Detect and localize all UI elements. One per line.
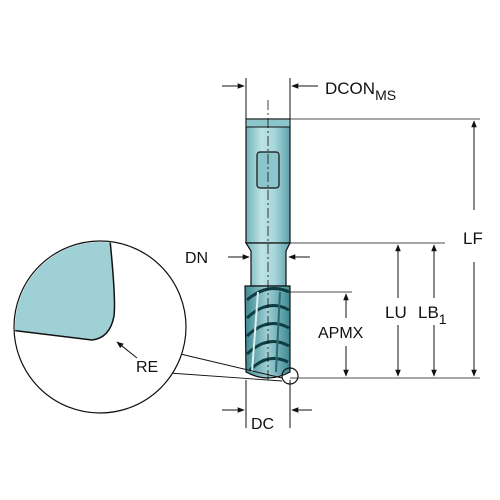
dc-label: DC (251, 416, 274, 433)
detail-marker-circle (281, 367, 299, 385)
detail-leader-line (171, 351, 283, 379)
dc-dimension: DC (222, 380, 312, 433)
flat-clamp-icon (256, 151, 280, 189)
lf-dimension: LF (463, 120, 483, 377)
lu-label: LU (385, 303, 407, 322)
re-arrow (116, 341, 138, 359)
lf-label: LF (463, 229, 483, 248)
dn-dimension: DN (185, 250, 310, 267)
tool-flutes (244, 285, 291, 379)
lb1-label: LB1 (418, 303, 447, 327)
lb1-dimension: LB1 (418, 244, 447, 377)
lu-dimension: LU (385, 244, 407, 377)
dcon-dimension: DCONMS (222, 78, 396, 119)
apmx-dimension: APMX (318, 293, 364, 377)
dn-label: DN (185, 250, 208, 267)
detail-tool-corner (15, 242, 116, 341)
apmx-label: APMX (318, 325, 364, 342)
dcon-label: DCONMS (325, 79, 396, 103)
re-label: RE (136, 359, 158, 376)
